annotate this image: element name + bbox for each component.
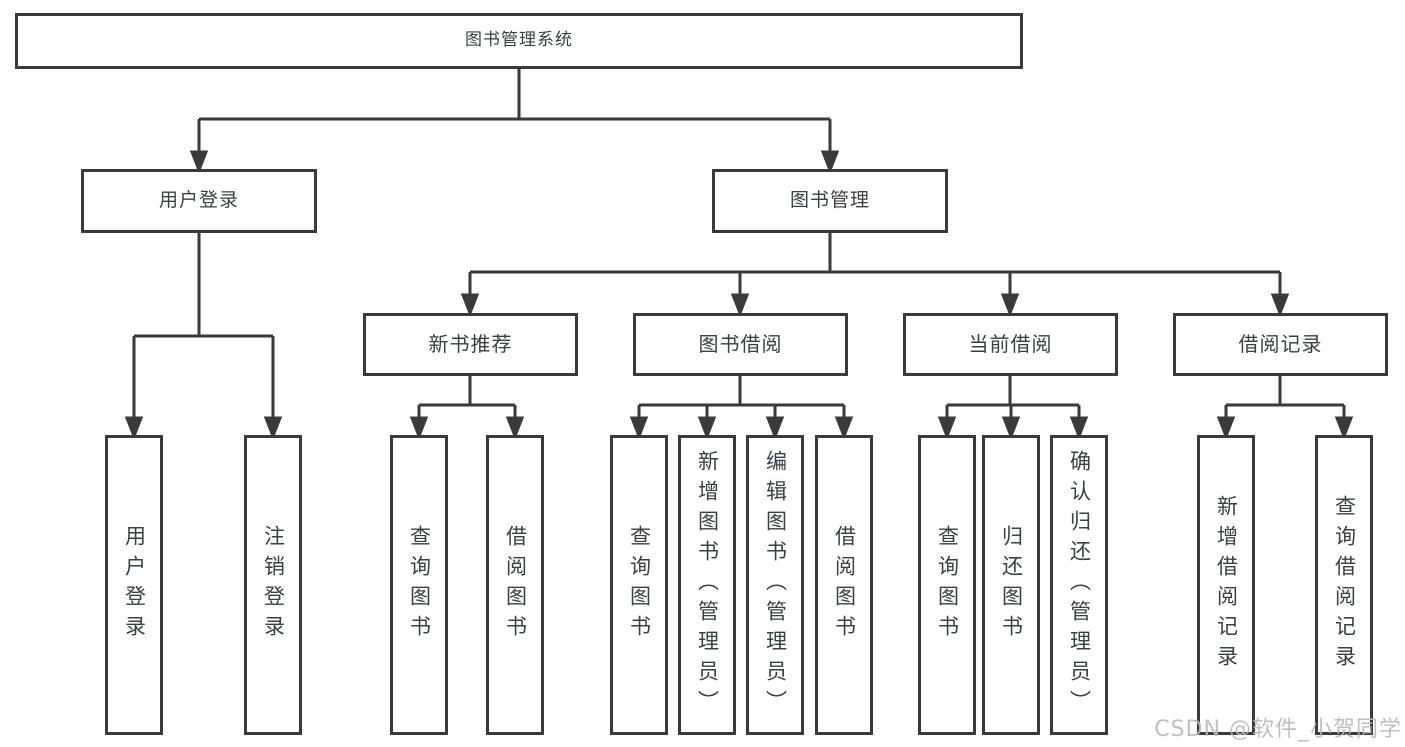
leaf-records-add-borrow-record: 新增借阅记录: [1197, 435, 1255, 735]
node-label: 新书推荐: [428, 332, 513, 356]
connector-user-login-to-children: [124, 233, 283, 441]
leaf-label: 查询图书: [935, 525, 960, 645]
leaf-label: 编辑图书（管理员）: [763, 450, 788, 720]
leaf-label: 新增借阅记录: [1214, 495, 1239, 675]
leaf-borrowing-borrow-books: 借阅图书: [815, 435, 873, 735]
watermark: CSDN @软件_小贺同学: [1154, 717, 1402, 742]
leaf-current-query-books: 查询图书: [918, 435, 976, 735]
node-label: 借阅记录: [1238, 332, 1323, 356]
node-library-management-system: 图书管理系统: [15, 13, 1023, 69]
leaf-label: 用户登录: [122, 525, 147, 645]
node-new-book-recommendation: 新书推荐: [363, 313, 578, 376]
leaf-newbook-query-books: 查询图书: [390, 435, 448, 735]
leaf-current-confirm-return-admin: 确认归还（管理员）: [1050, 435, 1108, 735]
connector-book-borrowing-to-children: [629, 376, 854, 441]
connector-book-management-to-level2: [460, 233, 1290, 318]
connector-new-book-to-children: [409, 376, 525, 441]
leaf-borrowing-edit-books-admin: 编辑图书（管理员）: [746, 435, 804, 735]
leaf-label: 查询借阅记录: [1332, 495, 1357, 675]
leaf-label: 查询图书: [627, 525, 652, 645]
connector-borrowing-records-to-children: [1216, 376, 1354, 441]
node-book-borrowing: 图书借阅: [633, 313, 848, 376]
leaf-borrowing-add-books-admin: 新增图书（管理员）: [678, 435, 736, 735]
node-borrowing-records: 借阅记录: [1173, 313, 1388, 376]
connector-current-borrowing-to-children: [937, 376, 1089, 441]
leaf-label: 查询图书: [407, 525, 432, 645]
leaf-label: 归还图书: [999, 525, 1024, 645]
node-user-login: 用户登录: [81, 169, 317, 233]
node-label: 图书管理系统: [465, 30, 573, 51]
leaf-label: 借阅图书: [503, 525, 528, 645]
node-label: 图书管理: [789, 189, 870, 212]
leaf-label: 新增图书（管理员）: [695, 450, 720, 720]
leaf-logout: 注销登录: [244, 435, 302, 735]
node-label: 用户登录: [158, 189, 239, 212]
leaf-label: 注销登录: [261, 525, 286, 645]
leaf-label: 确认归还（管理员）: [1067, 450, 1092, 720]
node-label: 当前借阅: [968, 332, 1053, 356]
node-label: 图书借阅: [698, 332, 783, 356]
node-book-management: 图书管理: [712, 169, 948, 233]
leaf-borrowing-query-books: 查询图书: [610, 435, 668, 735]
leaf-current-return-books: 归还图书: [982, 435, 1040, 735]
leaf-label: 借阅图书: [832, 525, 857, 645]
connector-root-to-level1: [189, 69, 840, 175]
leaf-user-login: 用户登录: [105, 435, 163, 735]
node-current-borrowing: 当前借阅: [903, 313, 1118, 376]
leaf-newbook-borrow-books: 借阅图书: [486, 435, 544, 735]
leaf-records-query-borrow-record: 查询借阅记录: [1315, 435, 1373, 735]
